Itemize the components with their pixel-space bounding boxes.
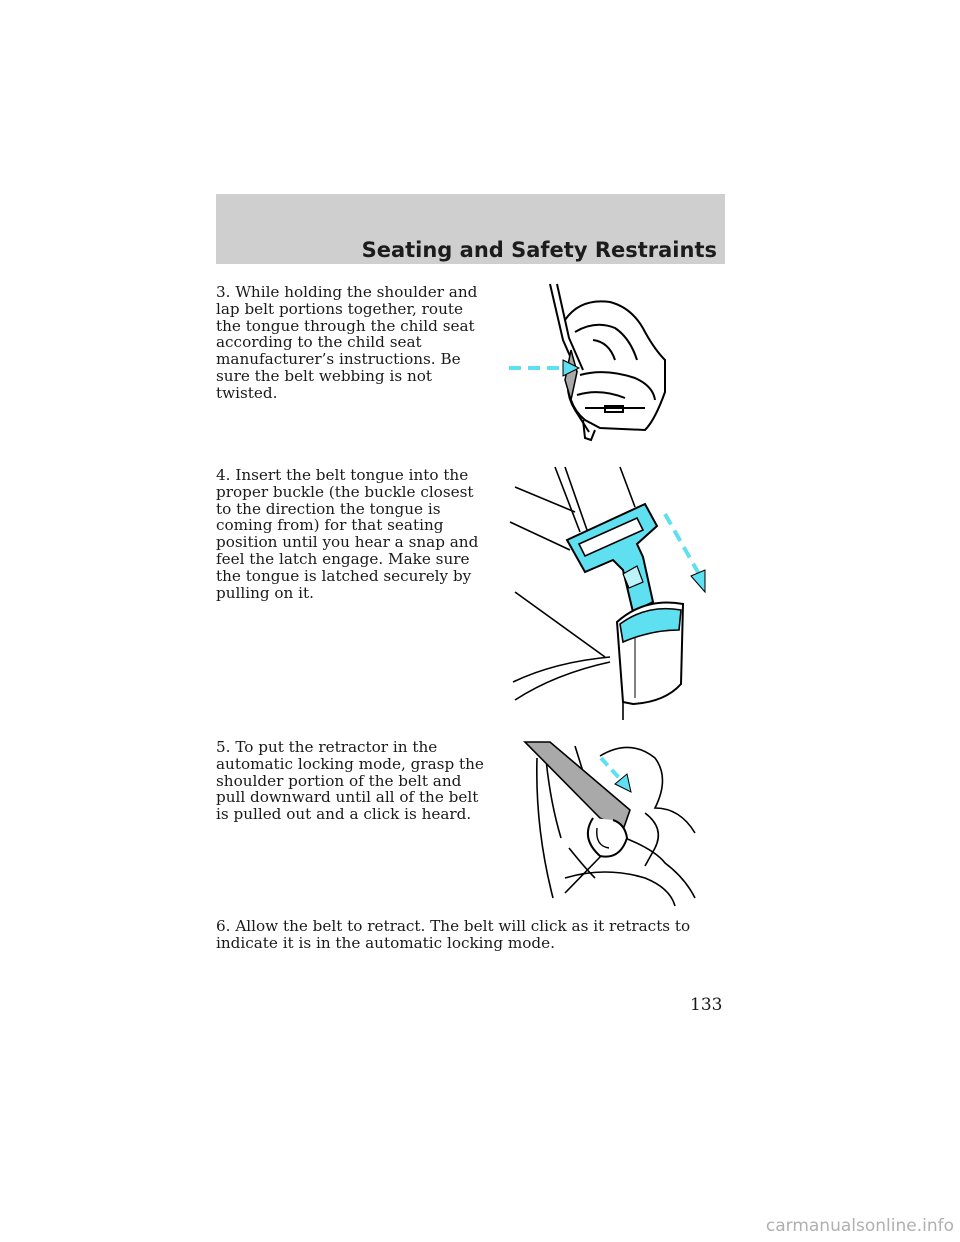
footer-watermark: carmanualsonline.info [765,1216,954,1236]
buckle-insertion-illustration [509,466,706,720]
step-5-text: 5. To put the retractor in the automatic… [216,738,484,824]
belt-webbing [564,349,578,401]
arrow-down-icon [690,569,706,594]
section-title: Seating and Safety Restraints [361,238,717,262]
step-6-text: 6. Allow the belt to retract. The belt w… [216,917,691,952]
child-seat-routing-illustration [509,283,666,442]
retractor-locking-illustration [523,741,696,907]
arrow-right-icon [562,359,581,377]
buckle-housing [615,601,685,706]
arrow-down-right-icon [614,773,632,793]
section-header: Seating and Safety Restraints [216,194,725,264]
shoulder-belt [523,741,631,832]
belt-tongue [565,502,659,614]
step-3-text: 3. While holding the shoulder and lap be… [216,283,478,402]
pull-arrow-line [599,756,623,782]
page-number: 133 [690,995,723,1015]
insertion-arrow-line [663,513,701,575]
step-4-text: 4. Insert the belt tongue into the prope… [216,466,479,602]
belt-loop [586,817,629,858]
